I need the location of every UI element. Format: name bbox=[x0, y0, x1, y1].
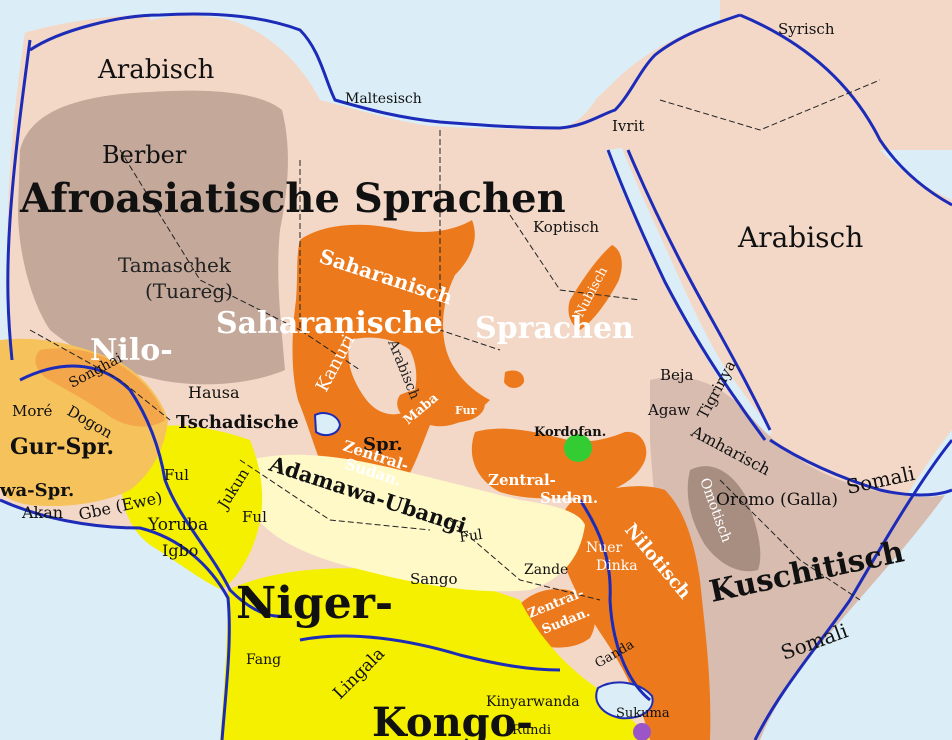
songhai-dogon-region bbox=[35, 348, 165, 427]
label-berber: Berber bbox=[102, 141, 187, 169]
lake-victoria bbox=[595, 681, 654, 720]
label-fur: Fur bbox=[455, 404, 477, 417]
label-akan: Akan bbox=[21, 503, 63, 522]
central-sudanic-region bbox=[471, 428, 647, 499]
khoisan-spot bbox=[633, 723, 651, 740]
label-igbo: Igbo bbox=[162, 541, 198, 560]
niger-kongo-south-region bbox=[220, 568, 650, 740]
label-yoruba: Yoruba bbox=[147, 515, 208, 535]
label-zande: Zande bbox=[524, 562, 568, 578]
language-boundary-west bbox=[19, 364, 291, 618]
label-agaw: Agaw bbox=[647, 401, 690, 419]
kordofanian-spot bbox=[564, 434, 592, 462]
label-dinka: Dinka bbox=[596, 558, 638, 574]
indian-ocean-sea bbox=[730, 430, 952, 740]
label-more: Moré bbox=[12, 402, 53, 420]
label-koptisch: Koptisch bbox=[533, 218, 599, 236]
cushitic-region bbox=[650, 376, 945, 740]
label-sango: Sango bbox=[410, 570, 458, 588]
label-arabisch-nw: Arabisch bbox=[97, 55, 215, 85]
sudan-arabic-hole bbox=[348, 337, 417, 415]
label-zentral-sudan-c1: Zentral- bbox=[488, 471, 556, 489]
red-sea bbox=[606, 148, 772, 440]
label-beja: Beja bbox=[660, 366, 694, 384]
label-nuer: Nuer bbox=[586, 540, 623, 556]
label-kinyarwanda: Kinyarwanda bbox=[486, 694, 580, 710]
label-sprachen-ns: Sprachen bbox=[475, 311, 634, 346]
berber-region bbox=[18, 90, 288, 385]
label-kordofan: Kordofan. bbox=[534, 425, 606, 440]
red-sea-coast-west bbox=[606, 149, 767, 441]
label-kwa-spr: wa-Spr. bbox=[0, 480, 74, 501]
label-tschadische: Tschadische bbox=[176, 412, 299, 433]
label-oromo: Oromo (Galla) bbox=[716, 490, 838, 510]
nubian-region bbox=[568, 245, 622, 330]
label-nilo: Nilo- bbox=[90, 333, 173, 368]
label-zentral-sudan-c2: Sudan. bbox=[540, 489, 598, 507]
red-sea-coast-east bbox=[626, 149, 772, 431]
label-maltesisch: Maltesisch bbox=[345, 91, 422, 107]
label-kongo: Kongo- bbox=[372, 699, 533, 740]
arabia-coast bbox=[739, 13, 952, 207]
label-sukuma: Sukuma bbox=[616, 706, 670, 721]
guinea-coastline bbox=[0, 498, 231, 740]
label-afroasiatische: Afroasiatische Sprachen bbox=[19, 175, 566, 222]
adamawa-ubangi-region bbox=[247, 454, 585, 592]
label-tamaschek: Tamaschek bbox=[118, 253, 232, 277]
label-ful-2: Ful bbox=[242, 508, 267, 526]
label-ivrit: Ivrit bbox=[612, 117, 644, 135]
gulf-of-guinea-sea bbox=[0, 500, 230, 740]
label-arabisch-ne: Arabisch bbox=[737, 221, 863, 254]
label-syrisch: Syrisch bbox=[778, 20, 835, 38]
label-niger: Niger- bbox=[236, 578, 393, 629]
label-tuareg: (Tuareg) bbox=[145, 279, 233, 303]
atlantic-sea bbox=[0, 0, 30, 360]
mediterranean-sea bbox=[150, 0, 720, 118]
language-boundary-central bbox=[578, 499, 651, 702]
west-coastline bbox=[6, 39, 32, 361]
horn-coastline bbox=[769, 438, 952, 497]
east-africa-coast bbox=[753, 439, 952, 740]
med-coastline bbox=[29, 12, 741, 130]
label-ful-3: Ful bbox=[458, 527, 484, 546]
label-ful-1: Ful bbox=[164, 466, 189, 484]
nilotic-region bbox=[558, 486, 711, 740]
country-borders bbox=[29, 79, 881, 601]
label-rundi: Rundi bbox=[512, 723, 551, 738]
benue-congo-region bbox=[121, 425, 263, 590]
omotic-region bbox=[687, 466, 761, 572]
lake-chad bbox=[313, 412, 342, 437]
label-saharanische: Saharanische bbox=[216, 306, 443, 341]
label-hausa: Hausa bbox=[188, 383, 240, 402]
label-spr: Spr. bbox=[363, 434, 403, 455]
language-boundary-south bbox=[299, 634, 561, 672]
small-orange-patch bbox=[504, 370, 525, 388]
label-gur-spr: Gur-Spr. bbox=[10, 434, 114, 460]
maba-fur-region bbox=[397, 387, 485, 425]
label-fang: Fang bbox=[246, 652, 281, 668]
